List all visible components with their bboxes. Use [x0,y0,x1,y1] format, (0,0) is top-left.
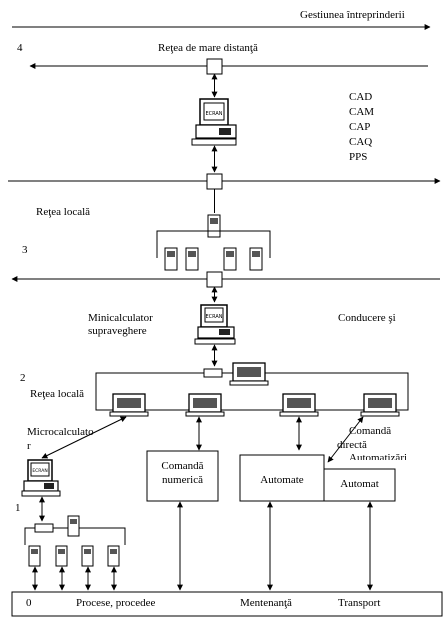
process-box [11,591,443,617]
transport-label: Transport [338,597,381,609]
header-title: Gestiunea întreprinderii [300,9,405,21]
level-3-label: 3 [22,244,28,256]
level3-node [206,271,223,288]
management-label: Conducere şi [338,312,396,324]
lan-low-cluster [24,515,126,567]
direct-label-2: directă [337,439,367,451]
processes-label: Procese, procedee [76,597,156,609]
level-2-label: 2 [20,372,26,384]
lan-mid-loop [95,372,409,411]
supervision-label-1: Minicalculator [88,312,153,324]
computer-icon: ECRAN [191,98,237,146]
terminal-2 [185,393,225,417]
lan-top-cluster [156,214,271,271]
app-cam: CAM [349,106,375,118]
micro-label-1: Microcalculato [27,426,94,438]
svg-text:ECRAN: ECRAN [205,111,222,117]
app-pps: PPS [349,151,368,163]
box-automate-label: Automate [260,474,304,486]
app-caq: CAQ [349,136,373,148]
box-automate [239,454,325,502]
direct-label-1: Comandă [349,425,392,437]
box-numeric-label-2: numerică [162,474,203,486]
micro-computer-icon: ECRAN [21,459,61,497]
box-numeric-label-1: Comandă [161,460,204,472]
supervision-label-2: supraveghere [88,325,147,337]
direct-label-3: Automatizări [349,452,408,460]
level-4-label: 4 [17,42,23,54]
lan-mid-label: Reţea locală [30,388,85,400]
supervision-computer-icon: ECRAN [194,304,236,345]
app-cap: CAP [349,121,371,133]
micro-label-2: r [27,440,31,452]
level-1-label: 1 [15,502,21,514]
box-automat [323,468,396,502]
terminal-top [229,362,269,386]
terminal-4 [360,393,400,417]
level-0-label: 0 [26,597,32,609]
box-numeric-control [146,450,219,502]
terminal-1 [109,393,149,417]
box-automat-label: Automat [340,478,379,490]
app-cad: CAD [349,91,373,103]
wan-label: Reţea de mare distanţă [158,42,258,54]
svg-text:ECRAN: ECRAN [32,468,47,474]
backbone-node [206,173,223,190]
svg-text:ECRAN: ECRAN [205,314,222,320]
wan-node [206,58,223,75]
terminal-3 [279,393,319,417]
lan-top-label: Reţea locală [36,206,91,218]
maintenance-label: Mentenanţă [240,597,292,609]
